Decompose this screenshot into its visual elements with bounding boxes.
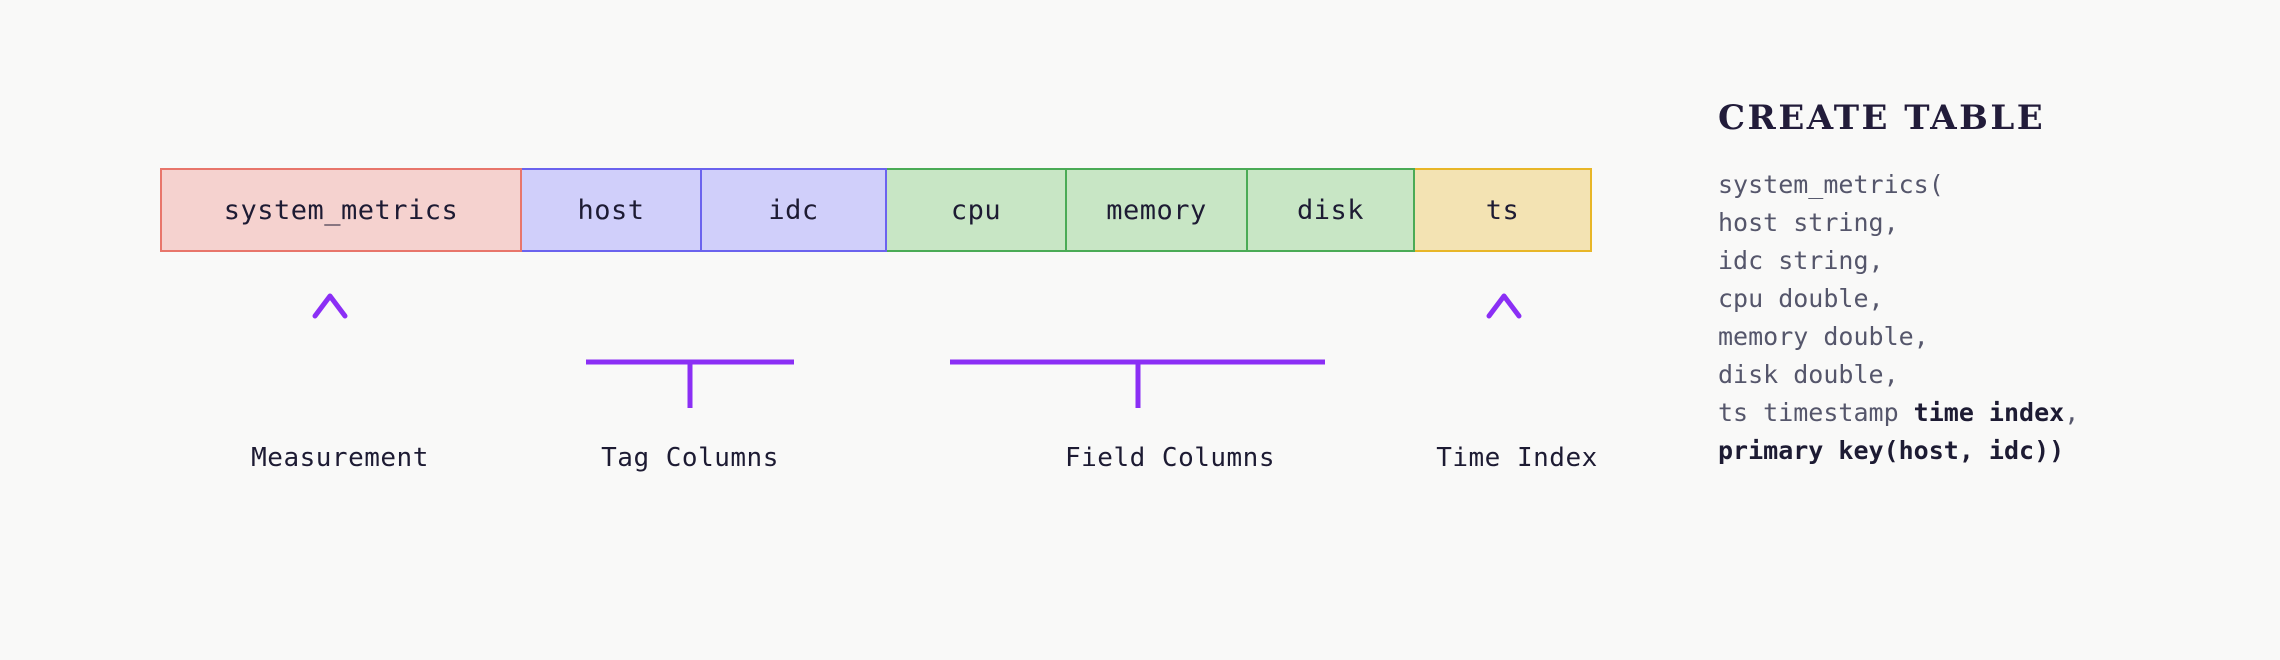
code-block: system_metrics(host string, idc string, cp… xyxy=(1718,166,2238,470)
schema-cell-idc: idc xyxy=(700,168,887,252)
code-line: primary key(host, idc)) xyxy=(1718,432,2238,470)
schema-cell-label: memory xyxy=(1106,194,1207,226)
schema-cell-host: host xyxy=(520,168,702,252)
code-line: disk double, xyxy=(1718,356,2238,394)
schema-cell-disk: disk xyxy=(1246,168,1415,252)
schema-cell-label: ts xyxy=(1485,194,1520,226)
code-text: idc string, xyxy=(1718,246,1884,275)
annotation-label-field-columns: Field Columns xyxy=(1065,443,1275,473)
schema-cell-label: idc xyxy=(768,194,819,226)
schema-bar: system_metrics host idc cpu memory disk … xyxy=(160,168,1592,252)
annotation-label-time-index: Time Index xyxy=(1436,443,1598,473)
schema-cell-cpu: cpu xyxy=(885,168,1067,252)
code-text: ts timestamp xyxy=(1718,398,1914,427)
code-heading: CREATE TABLE xyxy=(1718,98,2046,138)
annotation-label-tag-columns: Tag Columns xyxy=(601,443,779,473)
code-text: cpu double, xyxy=(1718,284,1884,313)
code-keyword: time index xyxy=(1913,398,2065,427)
schema-cell-label: cpu xyxy=(950,194,1002,226)
code-line: ts timestamp time index, xyxy=(1718,394,2238,432)
code-keyword: primary key(host, idc)) xyxy=(1718,436,2065,465)
code-text: disk double, xyxy=(1718,360,1899,389)
code-line: cpu double, xyxy=(1718,280,2238,318)
create-table-panel: CREATE TABLE system_metrics(host string,… xyxy=(1718,98,2238,470)
code-text: system_metrics( xyxy=(1718,170,1944,199)
schema-cell-memory: memory xyxy=(1065,168,1248,252)
code-line: host string, xyxy=(1718,204,2238,242)
code-line: system_metrics( xyxy=(1718,166,2238,204)
code-line: idc string, xyxy=(1718,242,2238,280)
schema-cell-ts: ts xyxy=(1413,168,1592,252)
code-text: memory double, xyxy=(1718,322,1929,351)
code-text: , xyxy=(2064,398,2080,427)
schema-cell-system-metrics: system_metrics xyxy=(160,168,522,252)
arrow-up-icon-measurement xyxy=(312,293,348,405)
arrow-up-icon-time-index xyxy=(1486,293,1522,405)
annotation-label-measurement: Measurement xyxy=(251,443,429,473)
bracket-tag-columns xyxy=(586,297,794,408)
code-text: host string, xyxy=(1718,208,1899,237)
bracket-field-columns xyxy=(950,297,1325,408)
schema-cell-label: system_metrics xyxy=(223,194,459,226)
schema-cell-label: host xyxy=(577,194,645,226)
code-line: memory double, xyxy=(1718,318,2238,356)
schema-cell-label: disk xyxy=(1296,194,1365,226)
